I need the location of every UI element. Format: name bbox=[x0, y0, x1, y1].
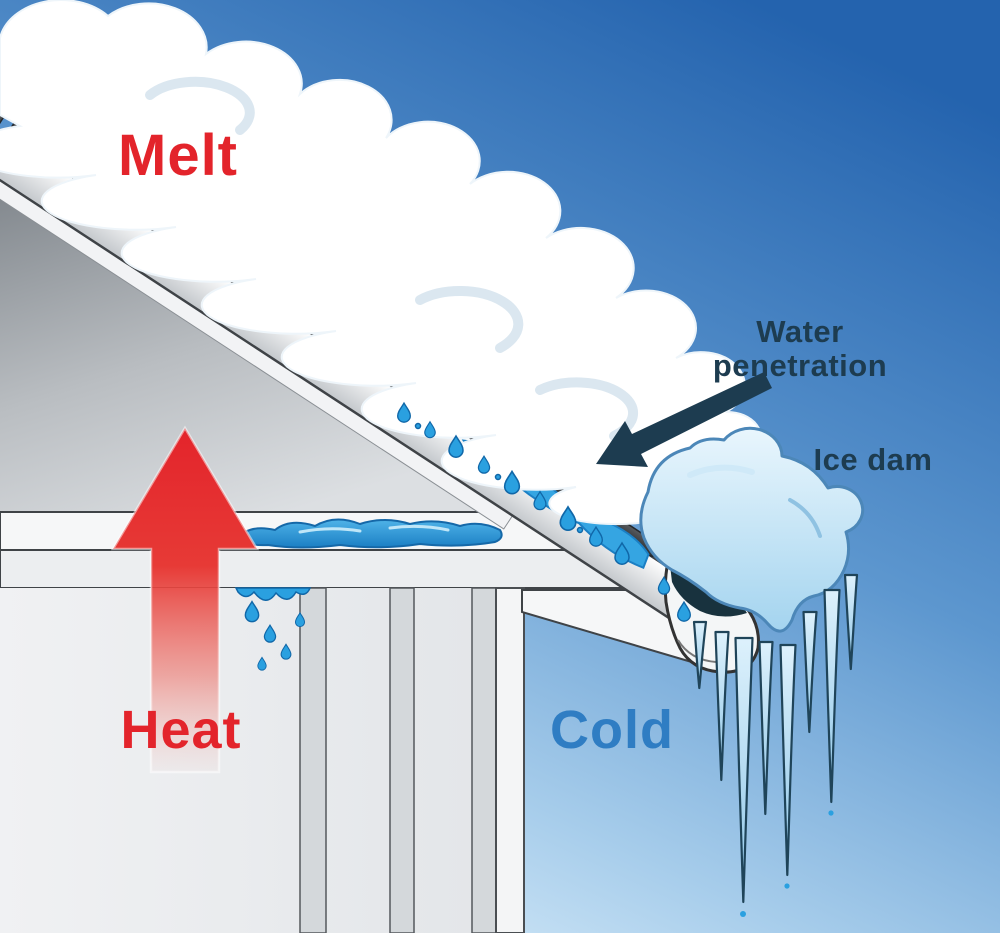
melt-label: Melt bbox=[118, 123, 238, 188]
water-droplet bbox=[494, 473, 502, 481]
icicle bbox=[802, 610, 818, 734]
puddle-glint bbox=[298, 524, 450, 534]
water-penetration-arrow bbox=[596, 372, 772, 467]
icicle bbox=[734, 636, 754, 904]
icicles bbox=[692, 573, 859, 904]
icicle bbox=[823, 588, 841, 804]
wall-stud bbox=[389, 587, 415, 933]
cold-label: Cold bbox=[550, 700, 674, 760]
interior-wall bbox=[0, 587, 525, 933]
ice-dam-blob bbox=[639, 426, 865, 633]
snow bbox=[0, 0, 763, 526]
ceiling-leak bbox=[234, 518, 503, 671]
dripping-edge bbox=[234, 587, 312, 601]
water-droplet bbox=[784, 883, 790, 889]
ice-highlight bbox=[687, 464, 755, 478]
wall-top-plate bbox=[0, 549, 634, 589]
ice-dam-label: Ice dam bbox=[814, 442, 933, 477]
wall-stud bbox=[471, 587, 497, 933]
wall-face bbox=[0, 588, 524, 933]
water-droplet bbox=[828, 810, 834, 816]
heat-arrow bbox=[110, 425, 260, 774]
icicle bbox=[758, 640, 774, 816]
water-penetration-label-line2: penetration bbox=[713, 348, 887, 383]
icicle bbox=[843, 573, 859, 671]
water-droplet bbox=[414, 422, 422, 430]
snow-bank bbox=[0, 0, 763, 526]
heat-label: Heat bbox=[120, 700, 241, 760]
icicle bbox=[714, 630, 730, 782]
snow-shading bbox=[145, 76, 639, 441]
water-droplet bbox=[576, 526, 584, 534]
snow-shade-arc bbox=[415, 286, 524, 353]
roof-edge-drips bbox=[397, 402, 691, 622]
wall-corner-board bbox=[495, 587, 525, 933]
ice-shade-line bbox=[788, 498, 822, 538]
icicle bbox=[692, 620, 708, 690]
icicle-tip-drips bbox=[740, 810, 834, 917]
shingle bbox=[0, 69, 5, 128]
gutter-curve-line bbox=[677, 639, 717, 663]
water-penetration-label-line1: Water bbox=[756, 314, 843, 349]
snow-shade-arc bbox=[145, 76, 255, 135]
icicle bbox=[779, 643, 797, 877]
water-droplet bbox=[740, 911, 746, 917]
wall-stud bbox=[299, 587, 327, 933]
ice-dam bbox=[639, 426, 865, 633]
snow-shade-arc bbox=[535, 377, 639, 441]
